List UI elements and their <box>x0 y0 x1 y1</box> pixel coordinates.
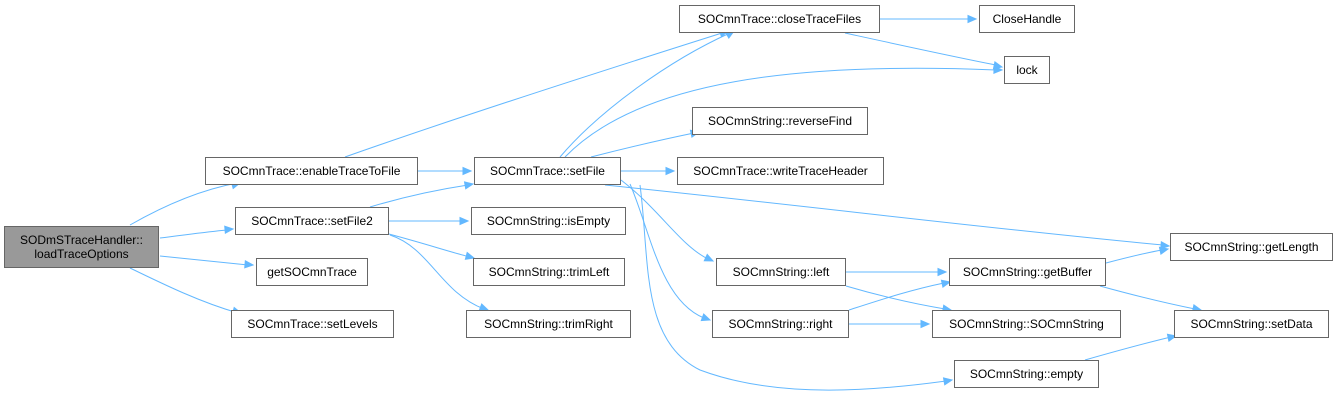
node-root-loadTraceOptions: SODmSTraceHandler:: loadTraceOptions <box>4 226 159 268</box>
edge-setFile-right-line <box>629 183 705 319</box>
edge-setFile-left <box>620 179 715 262</box>
edge-setFile-lock-line <box>564 67 997 158</box>
edge-setFile-writeTraceHeader <box>621 166 676 176</box>
node-lock[interactable]: lock <box>1004 56 1050 84</box>
node-right[interactable]: SOCmnString::right <box>712 310 849 338</box>
edge-root-getSOCmnTrace-line <box>159 255 249 266</box>
edge-setFile2-trimRight-line <box>389 234 485 310</box>
edge-left-getBuffer-arrowhead <box>937 267 948 277</box>
edge-setFile-writeTraceHeader-arrowhead <box>665 166 676 176</box>
edge-setFile2-isEmpty-arrowhead <box>459 216 470 226</box>
edge-root-getSOCmnTrace <box>159 255 255 269</box>
node-isEmpty[interactable]: SOCmnString::isEmpty <box>471 207 626 235</box>
edge-setFile-reverseFind <box>590 129 701 158</box>
node-enableTraceToFile[interactable]: SOCmnTrace::enableTraceToFile <box>205 157 418 185</box>
edge-closeTraceFiles-lock-line <box>844 32 997 66</box>
node-closeTraceFiles[interactable]: SOCmnTrace::closeTraceFiles <box>679 5 880 33</box>
root-label-line2: loadTraceOptions <box>34 247 129 261</box>
edge-getBuffer-setData-line <box>1099 285 1196 310</box>
edge-setFile-closeTraceFiles-line <box>559 32 731 158</box>
edge-root-setFile2 <box>159 225 235 239</box>
edge-setFile2-trimLeft-line <box>384 232 471 258</box>
node-CloseHandle[interactable]: CloseHandle <box>979 5 1075 33</box>
edge-root-setFile2-arrowhead <box>224 225 235 234</box>
edge-enable-closeTraceFiles-line <box>344 32 723 158</box>
node-setData[interactable]: SOCmnString::setData <box>1174 310 1329 338</box>
edge-enable-setFile-arrowhead <box>462 166 473 176</box>
edge-setFile-empty-arrowhead <box>942 377 954 386</box>
edge-closeTraceFiles-lock-arrowhead <box>992 61 1004 70</box>
edge-closeTraceFiles-closeHandle-arrowhead <box>967 14 978 24</box>
edge-getBuffer-getLength <box>1105 246 1170 264</box>
edge-empty-setData-arrowhead <box>1166 333 1178 342</box>
root-label-line1: SODmSTraceHandler:: <box>20 233 143 247</box>
edge-root-setLevels <box>129 267 243 315</box>
node-getSOCmnTrace[interactable]: getSOCmnTrace <box>256 258 368 286</box>
edge-root-getSOCmnTrace-arrowhead <box>244 260 255 269</box>
node-reverseFind[interactable]: SOCmnString::reverseFind <box>692 107 868 135</box>
edge-right-ctor-arrowhead <box>920 319 931 329</box>
edge-closeTraceFiles-lock <box>844 32 1004 70</box>
node-empty[interactable]: SOCmnString::empty <box>954 360 1099 388</box>
node-setLevels[interactable]: SOCmnTrace::setLevels <box>231 310 394 338</box>
edge-setFile-left-line <box>620 179 709 260</box>
node-left[interactable]: SOCmnString::left <box>716 258 846 286</box>
edge-getBuffer-getLength-line <box>1105 249 1163 264</box>
node-getLength[interactable]: SOCmnString::getLength <box>1170 233 1333 261</box>
edge-setFile-getLength-arrowhead <box>1160 241 1171 250</box>
node-setFile2[interactable]: SOCmnTrace::setFile2 <box>235 207 389 235</box>
edge-empty-setData <box>1084 333 1178 361</box>
edge-setFile2-setFile <box>369 181 475 208</box>
edge-setFile-getLength-line <box>604 184 1164 246</box>
node-setFile[interactable]: SOCmnTrace::setFile <box>474 157 621 185</box>
edge-getBuffer-getLength-arrowhead <box>1158 246 1170 255</box>
edge-root-enableTraceToFile <box>129 181 242 226</box>
edge-right-ctor <box>849 319 931 329</box>
edge-setFile2-trimLeft-arrowhead <box>464 251 476 260</box>
edge-setFile-closeTraceFiles <box>559 30 736 158</box>
node-getBuffer[interactable]: SOCmnString::getBuffer <box>949 258 1106 286</box>
edge-setFile2-setFile-line <box>369 184 469 208</box>
edge-setFile2-trimLeft <box>384 232 476 260</box>
edge-setFile-getLength <box>604 184 1171 250</box>
edge-setFile-reverseFind-line <box>590 132 695 158</box>
edge-setFile-right <box>629 183 712 322</box>
edge-setFile-right-arrowhead <box>700 313 712 322</box>
edge-empty-setData-line <box>1084 336 1172 361</box>
node-SOCmnString-ctor[interactable]: SOCmnString::SOCmnString <box>932 310 1121 338</box>
edge-enable-setFile <box>418 166 473 176</box>
edge-setFile-left-arrowhead <box>703 253 715 262</box>
edge-setFile-empty-line <box>639 184 947 391</box>
edge-root-enableTraceToFile-line <box>129 182 238 226</box>
node-trimRight[interactable]: SOCmnString::trimRight <box>466 310 631 338</box>
edge-closeTraceFiles-closeHandle <box>880 14 978 24</box>
edge-root-setFile2-line <box>159 229 228 239</box>
edge-right-getBuffer-line <box>848 282 945 311</box>
edge-right-getBuffer-arrowhead <box>940 279 952 288</box>
node-writeTraceHeader[interactable]: SOCmnTrace::writeTraceHeader <box>677 157 884 185</box>
edge-left-ctor-line <box>845 285 946 310</box>
edge-setFile2-setFile-arrowhead <box>463 181 475 190</box>
edge-left-getBuffer <box>846 267 948 277</box>
edge-root-setLevels-line <box>129 267 239 314</box>
edge-setFile2-isEmpty <box>389 216 470 226</box>
edge-setFile-empty <box>639 184 954 391</box>
edge-right-getBuffer <box>848 279 952 311</box>
node-trimLeft[interactable]: SOCmnString::trimLeft <box>473 258 625 286</box>
